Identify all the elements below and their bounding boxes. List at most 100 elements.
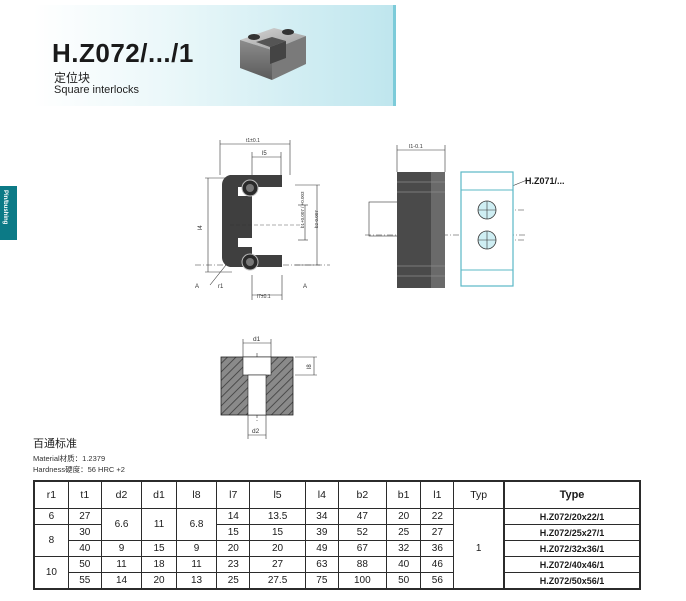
cell-type: H.Z072/25x27/1	[503, 524, 641, 541]
cell-d1: 11	[141, 508, 177, 541]
cell-l5: 15	[249, 524, 306, 541]
cell-b2: 67	[337, 540, 387, 557]
cell-r1: 10	[33, 556, 69, 590]
cell-t1: 55	[67, 572, 102, 590]
cell-l7: 14	[216, 508, 251, 525]
spec-table: r1 t1 d2 d1 l8 l7 l5 l4 b2 b1 l1 Typ Typ…	[33, 480, 641, 590]
cell-r1: 8	[33, 524, 69, 557]
cell-d2: 9	[100, 540, 143, 557]
cell-l7: 23	[216, 556, 251, 573]
cell-t1: 27	[67, 508, 102, 525]
table-header-row: r1 t1 d2 d1 l8 l7 l5 l4 b2 b1 l1 Typ Typ…	[33, 480, 641, 509]
header-banner-edge	[393, 5, 396, 106]
table-row: 6 27 6.6 11 6.8 14 13.5 34 47 20 22 1 H.…	[33, 508, 641, 590]
label-d1: d1	[253, 336, 261, 343]
label-l5: l5	[262, 151, 267, 157]
label-a-left: A	[195, 284, 199, 290]
cell-t1: 40	[67, 540, 102, 557]
label-t1: t1±0.1	[246, 138, 260, 144]
col-r1: r1	[33, 480, 69, 509]
header-banner	[33, 5, 393, 106]
cell-l8: 13	[175, 572, 218, 590]
cell-l4: 49	[304, 540, 339, 557]
label-hz071-ref: H.Z071/...	[525, 176, 565, 186]
label-l7: l7±0.1	[257, 294, 271, 300]
subtitle-chinese: 定位块	[54, 71, 91, 85]
col-type: Type	[503, 480, 641, 509]
cell-l4: 75	[304, 572, 339, 590]
cell-d1: 20	[141, 572, 177, 590]
cell-t1: 30	[67, 524, 102, 541]
cell-b2: 47	[337, 508, 387, 525]
cell-typ: 1	[453, 508, 505, 590]
label-d2: d2	[252, 428, 260, 435]
cell-l8: 6.8	[175, 508, 218, 541]
hardness-text: Hardness硬度：56 HRC +2	[33, 465, 125, 474]
cell-l1: 22	[420, 508, 455, 525]
product-photo	[240, 28, 306, 80]
cell-l1: 46	[420, 556, 455, 573]
cell-b1: 25	[385, 524, 422, 541]
col-l8: l8	[175, 480, 218, 509]
front-view-drawing: t1±0.1 l5 l4 b1+0.007 / +0.003 b2-0.007 …	[195, 138, 330, 300]
cell-l8: 11	[175, 556, 218, 573]
col-b2: b2	[337, 480, 387, 509]
cell-b1: 20	[385, 508, 422, 525]
side-tab-label: Pin/bushing	[2, 190, 8, 225]
standard-label: 百通标准	[33, 438, 77, 450]
cell-type: H.Z072/40x46/1	[503, 556, 641, 573]
label-b1: b1+0.007 / +0.003	[300, 191, 305, 228]
section-view-drawing: d1 d2 l8	[220, 336, 317, 439]
cell-type: H.Z072/20x22/1	[503, 508, 641, 525]
cell-b2: 52	[337, 524, 387, 541]
cell-r1: 6	[33, 508, 69, 525]
label-l4: l4	[198, 225, 204, 230]
cell-l4: 63	[304, 556, 339, 573]
page-title: H.Z072/.../1	[52, 38, 194, 68]
cell-b1: 40	[385, 556, 422, 573]
cell-b1: 32	[385, 540, 422, 557]
cell-d2: 14	[100, 572, 143, 590]
table-row: 55 14 20 13 25 27.5 75 100 50 56 H.Z072/…	[34, 572, 641, 590]
label-r1: r1	[218, 284, 224, 290]
cell-l7: 15	[216, 524, 251, 541]
col-typ: Typ	[453, 480, 505, 509]
table-row: 10 50 11 18 11 23 27 63 88 40 46 H.Z072/…	[33, 556, 641, 590]
cell-d2: 6.6	[100, 508, 143, 541]
material-text: Material材质：1.2379	[33, 454, 106, 463]
cell-d2: 11	[100, 556, 143, 573]
side-view-drawing: l1-0.1 H.Z071/...	[365, 144, 565, 288]
cell-l1: 27	[420, 524, 455, 541]
cell-type: H.Z072/32x36/1	[503, 540, 641, 557]
cell-t1: 50	[67, 556, 102, 573]
label-b2: b2-0.007	[314, 210, 319, 228]
cell-b2: 88	[337, 556, 387, 573]
label-a-right: A	[303, 284, 307, 290]
cell-l5: 27.5	[249, 572, 306, 590]
cell-l7: 25	[216, 572, 251, 590]
cell-d1: 15	[141, 540, 177, 557]
cell-l5: 27	[249, 556, 306, 573]
cell-l1: 56	[420, 572, 455, 590]
table-row: 8 30 15 15 39 52 25 27 H.Z072/25x27/1	[33, 524, 641, 557]
subtitle-english: Square interlocks	[54, 84, 139, 96]
cell-l5: 20	[249, 540, 306, 557]
cell-b2: 100	[337, 572, 387, 590]
col-l1: l1	[420, 480, 455, 509]
table-row: 40 9 15 9 20 20 49 67 32 36 H.Z072/32x36…	[34, 540, 641, 557]
section-side-tab: Pin/bushing	[0, 186, 17, 240]
label-l1: l1-0.1	[409, 144, 423, 150]
label-l8: l8	[307, 364, 313, 369]
cell-l1: 36	[420, 540, 455, 557]
cell-d1: 18	[141, 556, 177, 573]
col-d2: d2	[100, 480, 143, 509]
cell-type: H.Z072/50x56/1	[503, 572, 641, 590]
cell-l8: 9	[175, 540, 218, 557]
cell-l4: 39	[304, 524, 339, 541]
col-l5: l5	[249, 480, 306, 509]
col-b1: b1	[385, 480, 422, 509]
col-d1: d1	[141, 480, 177, 509]
cell-l7: 20	[216, 540, 251, 557]
col-t1: t1	[67, 480, 102, 509]
cell-b1: 50	[385, 572, 422, 590]
